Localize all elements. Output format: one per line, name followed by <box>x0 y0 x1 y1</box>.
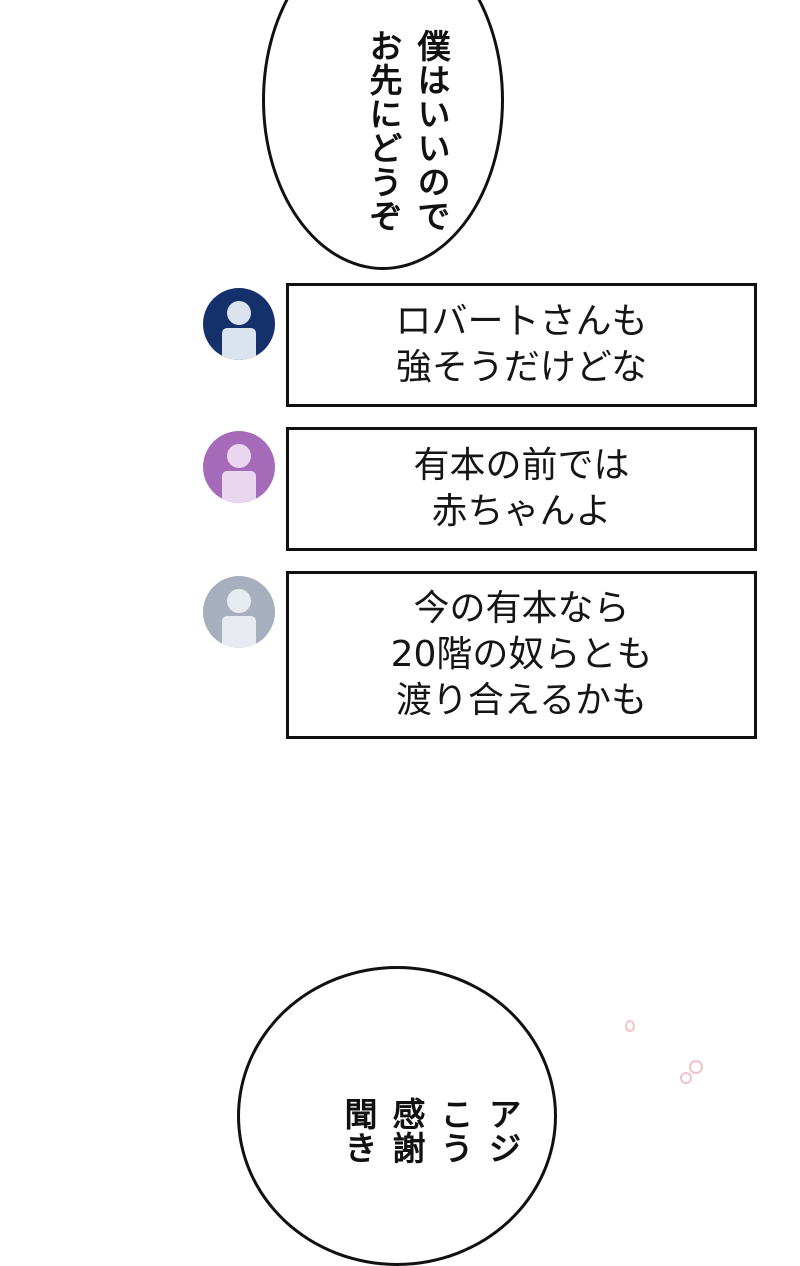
chat-message-card: ロバートさんも 強そうだけどな <box>286 283 757 407</box>
sparkle-decoration <box>689 1060 703 1074</box>
bubble-top-column-2: お先にどうぞ <box>363 29 403 233</box>
chat-message-card: 今の有本なら 20階の奴らとも 渡り合えるかも <box>286 571 757 739</box>
chat-message-text: ロバートさんも 強そうだけどな <box>395 301 648 388</box>
chat-message-card: 有本の前では 赤ちゃんよ <box>286 427 757 551</box>
sparkle-decoration <box>625 1020 635 1032</box>
chat-message-text: 有本の前では 赤ちゃんよ <box>413 445 630 532</box>
avatar-user-icon <box>203 576 275 648</box>
chat-message-text: 今の有本なら 20階の奴らとも 渡り合えるかも <box>390 588 653 721</box>
bubble-bottom-column-4: 聞き <box>338 1097 378 1165</box>
avatar-user-icon <box>203 288 275 360</box>
avatar-user-icon <box>203 431 275 503</box>
bubble-top-column-1: 僕はいいので <box>411 29 451 233</box>
sparkle-decoration <box>680 1072 692 1084</box>
